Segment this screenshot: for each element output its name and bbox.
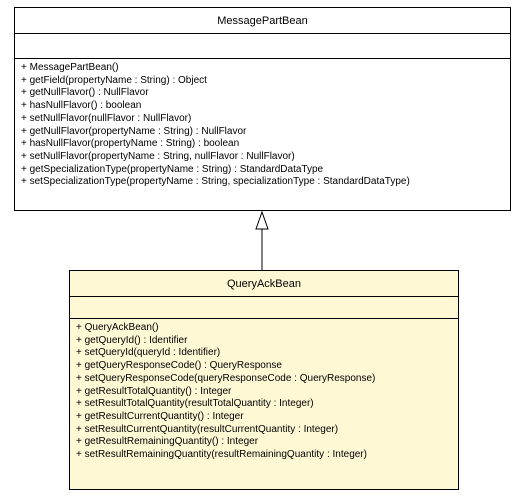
operation-item: + MessagePartBean()	[21, 62, 119, 73]
operation-item: + getQueryResponseCode() : QueryResponse	[76, 360, 282, 372]
class-name: MessagePartBean	[15, 8, 510, 34]
operation-item: + getNullFlavor(propertyName : String) :…	[21, 125, 247, 137]
operation-item: + getSpecializationType(propertyName : S…	[21, 163, 324, 175]
operation-item: + setNullFlavor(nullFlavor : NullFlavor)	[21, 112, 192, 124]
operations-compartment: + MessagePartBean()+ getField(propertyNa…	[15, 59, 510, 189]
operation-item: + getResultCurrentQuantity() : Integer	[76, 410, 244, 422]
class-box-messagepartbean[interactable]: MessagePartBean + MessagePartBean()+ get…	[14, 7, 511, 211]
operation-item: + hasNullFlavor(propertyName : String) :…	[21, 138, 240, 150]
operation-item: + setQueryId(queryId : Identifier)	[76, 347, 221, 359]
operation-item: + getResultTotalQuantity() : Integer	[76, 385, 232, 397]
operation-item: + setSpecializationType(propertyName : S…	[21, 176, 410, 188]
operation-item: + QueryAckBean()	[76, 322, 159, 333]
operation-item: + getQueryId() : Identifier	[76, 334, 188, 346]
operation-item: + setResultRemainingQuantity(resultRemai…	[76, 449, 367, 461]
attributes-compartment	[70, 297, 458, 319]
operation-item: + getResultRemainingQuantity() : Integer	[76, 436, 259, 448]
operation-item: + hasNullFlavor() : boolean	[21, 100, 142, 112]
class-name: QueryAckBean	[70, 271, 458, 297]
operation-item: + getField(propertyName : String) : Obje…	[21, 74, 207, 86]
class-box-queryackbean[interactable]: QueryAckBean + QueryAckBean()+ getQueryI…	[69, 270, 459, 490]
attributes-compartment	[15, 34, 510, 59]
operations-compartment: + QueryAckBean()+ getQueryId() : Identif…	[70, 319, 458, 462]
operation-item: + setResultCurrentQuantity(resultCurrent…	[76, 423, 339, 435]
inheritance-arrowhead	[255, 210, 269, 230]
operation-item: + setResultTotalQuantity(resultTotalQuan…	[76, 398, 314, 410]
operation-item: + getNullFlavor() : NullFlavor	[21, 87, 149, 99]
operation-item: + setQueryResponseCode(queryResponseCode…	[76, 372, 376, 384]
operation-item: + setNullFlavor(propertyName : String, n…	[21, 150, 295, 162]
